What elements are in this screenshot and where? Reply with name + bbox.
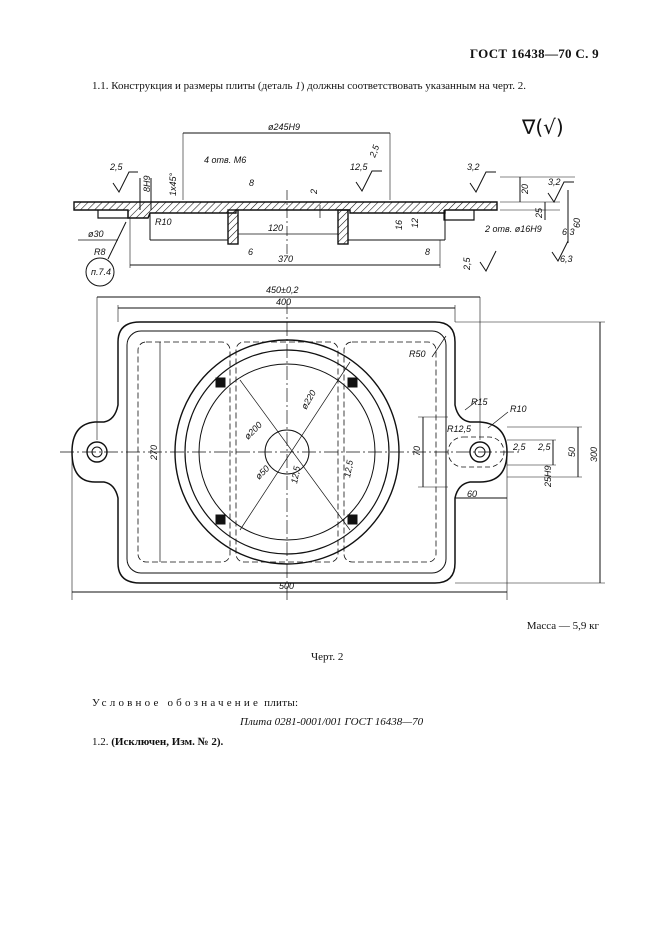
page-header: ГОСТ 16438—70 С. 9 — [469, 46, 599, 61]
dim-16: 16 — [394, 220, 404, 230]
dim-r10-section: R10 — [155, 217, 172, 227]
dim-120: 120 — [268, 223, 283, 233]
dim-370: 370 — [278, 254, 293, 264]
dim-8-top: 8 — [249, 178, 254, 188]
dim-70: 70 — [412, 446, 422, 456]
designation-label: Условное обозначение — [92, 697, 262, 709]
dim-2: 2 — [309, 189, 319, 195]
dim-d200: ø200 — [242, 420, 264, 442]
callout-circle — [85, 257, 115, 287]
dim-d220: ø220 — [299, 388, 318, 411]
clause-text-before: Конструкция и размеры плиты (деталь — [111, 80, 296, 92]
dim-r12-5: R12,5 — [447, 424, 472, 434]
dim-2-5-bottom: 2,5 — [462, 256, 472, 271]
section-boss-right — [337, 209, 349, 245]
clause-text-after: ) должны соответствовать указанным на че… — [300, 80, 526, 92]
dim-20: 20 — [520, 184, 530, 195]
figure-caption: Черт. 2 — [311, 651, 344, 663]
dim-chamfer: 1х45° — [168, 172, 178, 196]
dim-2-5-top: 2,5 — [367, 143, 381, 160]
plan-view — [60, 296, 605, 600]
dim-60: 60 — [572, 218, 582, 228]
part-number: 1 — [295, 80, 301, 92]
clause-number: 1.1. — [92, 80, 109, 92]
dim-2-5-left: 2,5 — [109, 162, 124, 172]
svg-text:∇(√): ∇(√) — [521, 115, 564, 139]
dim-500: 500 — [279, 581, 294, 591]
dim-3-2-a: 3,2 — [467, 162, 480, 172]
plan-outline — [71, 321, 508, 584]
dim-d30: ø30 — [88, 229, 104, 239]
clause-1-2-text: (Исключен, Изм. № 2). — [111, 736, 224, 748]
dim-12-5-b: 12,5 — [342, 458, 355, 478]
dim-d50: ø50 — [253, 463, 271, 481]
dim-r8: R8 — [94, 247, 106, 257]
section-plate — [73, 201, 498, 219]
dim-60-plan: 60 — [467, 489, 477, 499]
dim-450: 450±0,2 — [266, 285, 298, 295]
clause-1-1: 1.1. Конструкция и размеры плиты (деталь… — [92, 80, 526, 92]
clause-1-2: 1.2. (Исключен, Изм. № 2). — [92, 736, 223, 748]
dim-270: 270 — [149, 445, 159, 461]
dim-r10-plan: R10 — [510, 404, 527, 414]
designation-label-tail: плиты: — [261, 697, 299, 709]
section-ear-left — [97, 210, 129, 219]
dim-12-5-a: 12,5 — [289, 464, 302, 484]
dim-r50: R50 — [409, 349, 426, 359]
dim-6-3-b: 6,3 — [560, 254, 573, 264]
dim-400: 400 — [276, 297, 291, 307]
dim-12-5: 12,5 — [350, 162, 369, 172]
dim-holes-16: 2 отв. ø16H9 — [484, 224, 542, 234]
dim-2-5-b: 2,5 — [537, 442, 552, 452]
m6-hole-1 — [215, 377, 226, 388]
designation-example: Плита 0281-0001/001 ГОСТ 16438—70 — [240, 716, 424, 728]
section-labels: ø245H9 4 отв. М6 2,5 2,5 12,5 3,2 3,2 6,… — [88, 122, 582, 277]
clause-1-2-number: 1.2. — [92, 736, 109, 748]
dim-25: 25 — [534, 207, 544, 219]
roughness-symbol: ∇(√) — [521, 115, 564, 139]
designation-line: Условное обозначение плиты: — [92, 697, 298, 709]
dim-12: 12 — [410, 218, 420, 228]
section-boss-left — [227, 209, 239, 245]
mass-note: Масса — 5,9 кг — [526, 620, 599, 632]
section-view — [73, 132, 575, 287]
dim-300: 300 — [589, 447, 599, 462]
dim-6-3-a: 6,3 — [562, 227, 575, 237]
dim-d245: ø245H9 — [268, 122, 300, 132]
dim-2-5-a: 2,5 — [512, 442, 527, 452]
dim-6: 6 — [248, 247, 253, 257]
dim-50: 50 — [567, 447, 577, 457]
m6-hole-4 — [347, 514, 358, 525]
section-ear-right — [443, 210, 475, 221]
callout-label: п.7.4 — [91, 267, 111, 277]
dim-8-bottom: 8 — [425, 247, 430, 257]
dim-25h9: 25H9 — [543, 465, 553, 488]
m6-hole-2 — [347, 377, 358, 388]
dim-holes-m6: 4 отв. М6 — [204, 155, 246, 165]
m6-hole-3 — [215, 514, 226, 525]
dim-3-2-b: 3,2 — [548, 177, 561, 187]
dim-8h9: 8H9 — [142, 175, 152, 192]
dim-r15: R15 — [471, 397, 489, 407]
